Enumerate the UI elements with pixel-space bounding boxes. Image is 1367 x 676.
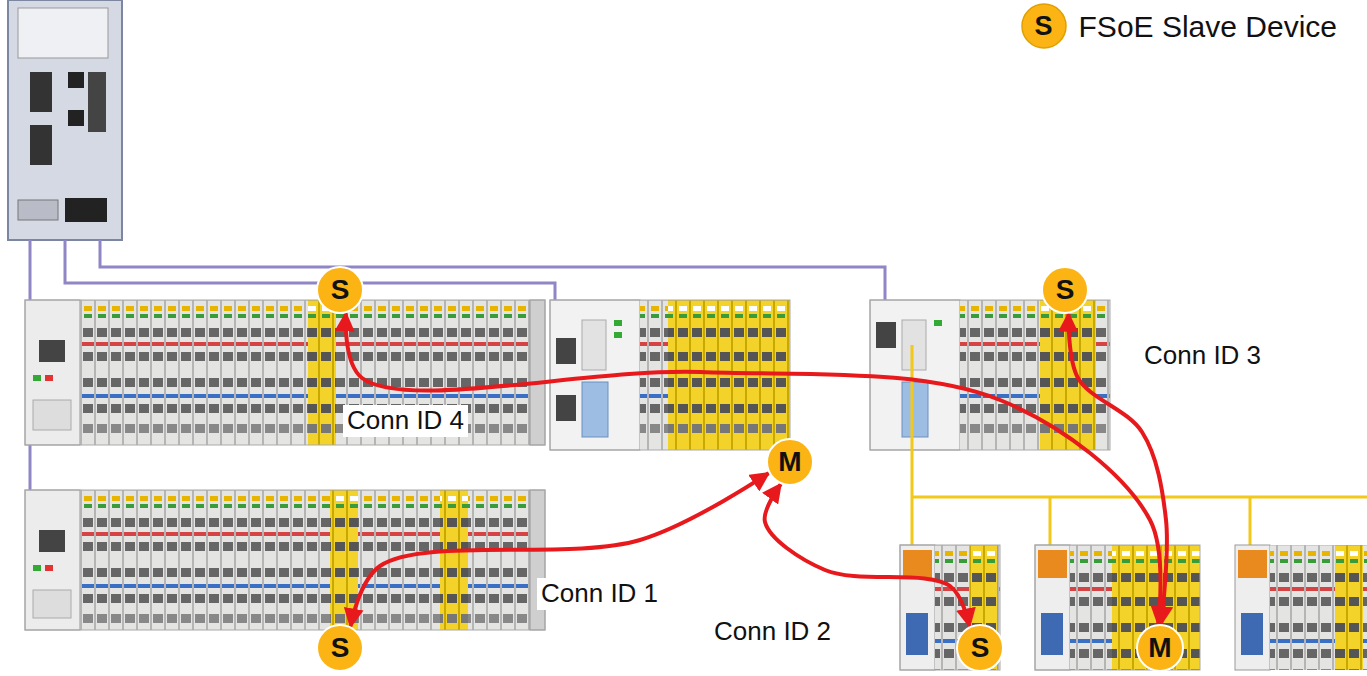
safety-connection-arrow: [346, 313, 1161, 624]
legend-sample: S: [1021, 3, 1067, 49]
marker-letter: S: [331, 634, 350, 662]
controller: [8, 0, 122, 240]
terminal-rack-part: [33, 400, 71, 430]
marker-letter: M: [1148, 634, 1171, 662]
slave-marker: S: [1041, 266, 1089, 314]
marker-circle: [317, 625, 363, 671]
terminal-rack-part: [582, 320, 606, 370]
terminal-rack-part: [45, 565, 53, 571]
terminal-rack-part: [25, 490, 80, 630]
terminal-rack-part: [614, 320, 622, 326]
controller-part: [68, 72, 84, 88]
terminal-rack: [1235, 545, 1367, 670]
terminal-rack-part: [1038, 550, 1067, 578]
marker-circle: [317, 267, 363, 313]
terminal-rack-part: [530, 300, 545, 445]
terminal-rack: [870, 300, 1110, 450]
controller-part: [65, 198, 107, 222]
connection-id-label: Conn ID 4: [343, 405, 468, 437]
safety-connection-arrow: [765, 484, 970, 626]
terminal-rack-part: [902, 320, 926, 370]
legend: S FSoE Slave Device: [1021, 3, 1337, 49]
slave-marker: S: [316, 266, 364, 314]
marker-letter: S: [331, 276, 350, 304]
terminal-rack: [25, 300, 545, 445]
terminal-rack-part: [25, 300, 80, 445]
master-marker: M: [1136, 624, 1184, 672]
marker-circle: [957, 625, 1003, 671]
terminal-rack-part: [582, 382, 608, 437]
safety-network-cable: [912, 345, 1367, 545]
terminal-rack-part: [39, 530, 65, 552]
marker-circle: [767, 439, 813, 485]
controller-part: [88, 72, 106, 132]
terminal-rack-part: [25, 300, 545, 445]
terminal-rack-part: [1035, 545, 1200, 670]
terminal-rack-part: [614, 332, 622, 338]
terminal-rack-part: [1235, 545, 1270, 670]
terminal-rack-part: [1241, 613, 1263, 655]
marker-circle: [1137, 625, 1183, 671]
terminal-rack-part: [308, 300, 336, 445]
terminal-rack-part: [906, 613, 928, 655]
terminal-rack-part: [934, 320, 942, 326]
legend-entry: S FSoE Slave Device: [1021, 3, 1337, 49]
terminal-rack-part: [1041, 613, 1063, 655]
terminal-rack-part: [33, 375, 41, 381]
master-marker: M: [766, 438, 814, 486]
safety-network-cable-part: [912, 496, 1367, 499]
terminal-rack-part: [1035, 545, 1070, 670]
connection-id-label: Conn ID 1: [537, 578, 662, 610]
terminal-rack-part: [1070, 545, 1112, 670]
terminal-rack-part: [80, 490, 545, 630]
terminal-rack-part: [440, 490, 468, 630]
safety-connection-arrow: [351, 473, 769, 626]
slave-marker: S: [956, 624, 1004, 672]
safety-network-cable-part: [1249, 497, 1252, 545]
safety-network-cable-part: [911, 345, 914, 545]
terminal-rack-part: [556, 395, 576, 421]
terminal-rack-part: [39, 340, 65, 362]
controller-part: [30, 125, 52, 165]
marker-letter: M: [778, 448, 801, 476]
terminal-rack-part: [870, 300, 1110, 450]
controller-part: [68, 110, 84, 126]
terminal-rack-part: [900, 545, 1000, 670]
legend-letter: S: [1035, 13, 1053, 40]
marker-letter: S: [971, 634, 990, 662]
controller-part: [30, 72, 52, 112]
marker-letter: S: [1056, 276, 1075, 304]
terminal-rack-part: [903, 550, 932, 578]
controller-part: [8, 0, 122, 240]
terminal-rack-part: [80, 300, 545, 445]
terminal-rack-part: [902, 382, 928, 437]
terminal-rack: [900, 545, 1000, 670]
terminal-rack-part: [25, 490, 545, 630]
terminal-rack-part: [33, 565, 41, 571]
slave-marker: S: [316, 624, 364, 672]
controller-part: [18, 8, 108, 58]
connection-id-label: Conn ID 2: [710, 616, 835, 648]
terminal-rack-part: [1270, 545, 1367, 670]
terminal-rack-part: [1070, 545, 1200, 670]
terminal-rack-part: [876, 322, 896, 348]
controller-part: [18, 200, 58, 220]
terminal-rack-part: [1238, 550, 1267, 578]
terminal-rack-part: [1335, 545, 1363, 670]
connection-id-label: Conn ID 3: [1140, 340, 1265, 372]
marker-circle: [1042, 267, 1088, 313]
terminal-rack-part: [45, 375, 53, 381]
terminal-rack-part: [33, 590, 71, 618]
terminal-rack-part: [960, 300, 1110, 450]
legend-circle: [1022, 4, 1066, 48]
terminal-rack-part: [900, 545, 935, 670]
terminal-rack: [25, 490, 545, 630]
legend-text: FSoE Slave Device: [1079, 10, 1337, 43]
safety-network-cable-part: [1049, 497, 1052, 545]
terminal-rack-part: [556, 338, 576, 364]
terminal-rack: [1035, 545, 1200, 670]
